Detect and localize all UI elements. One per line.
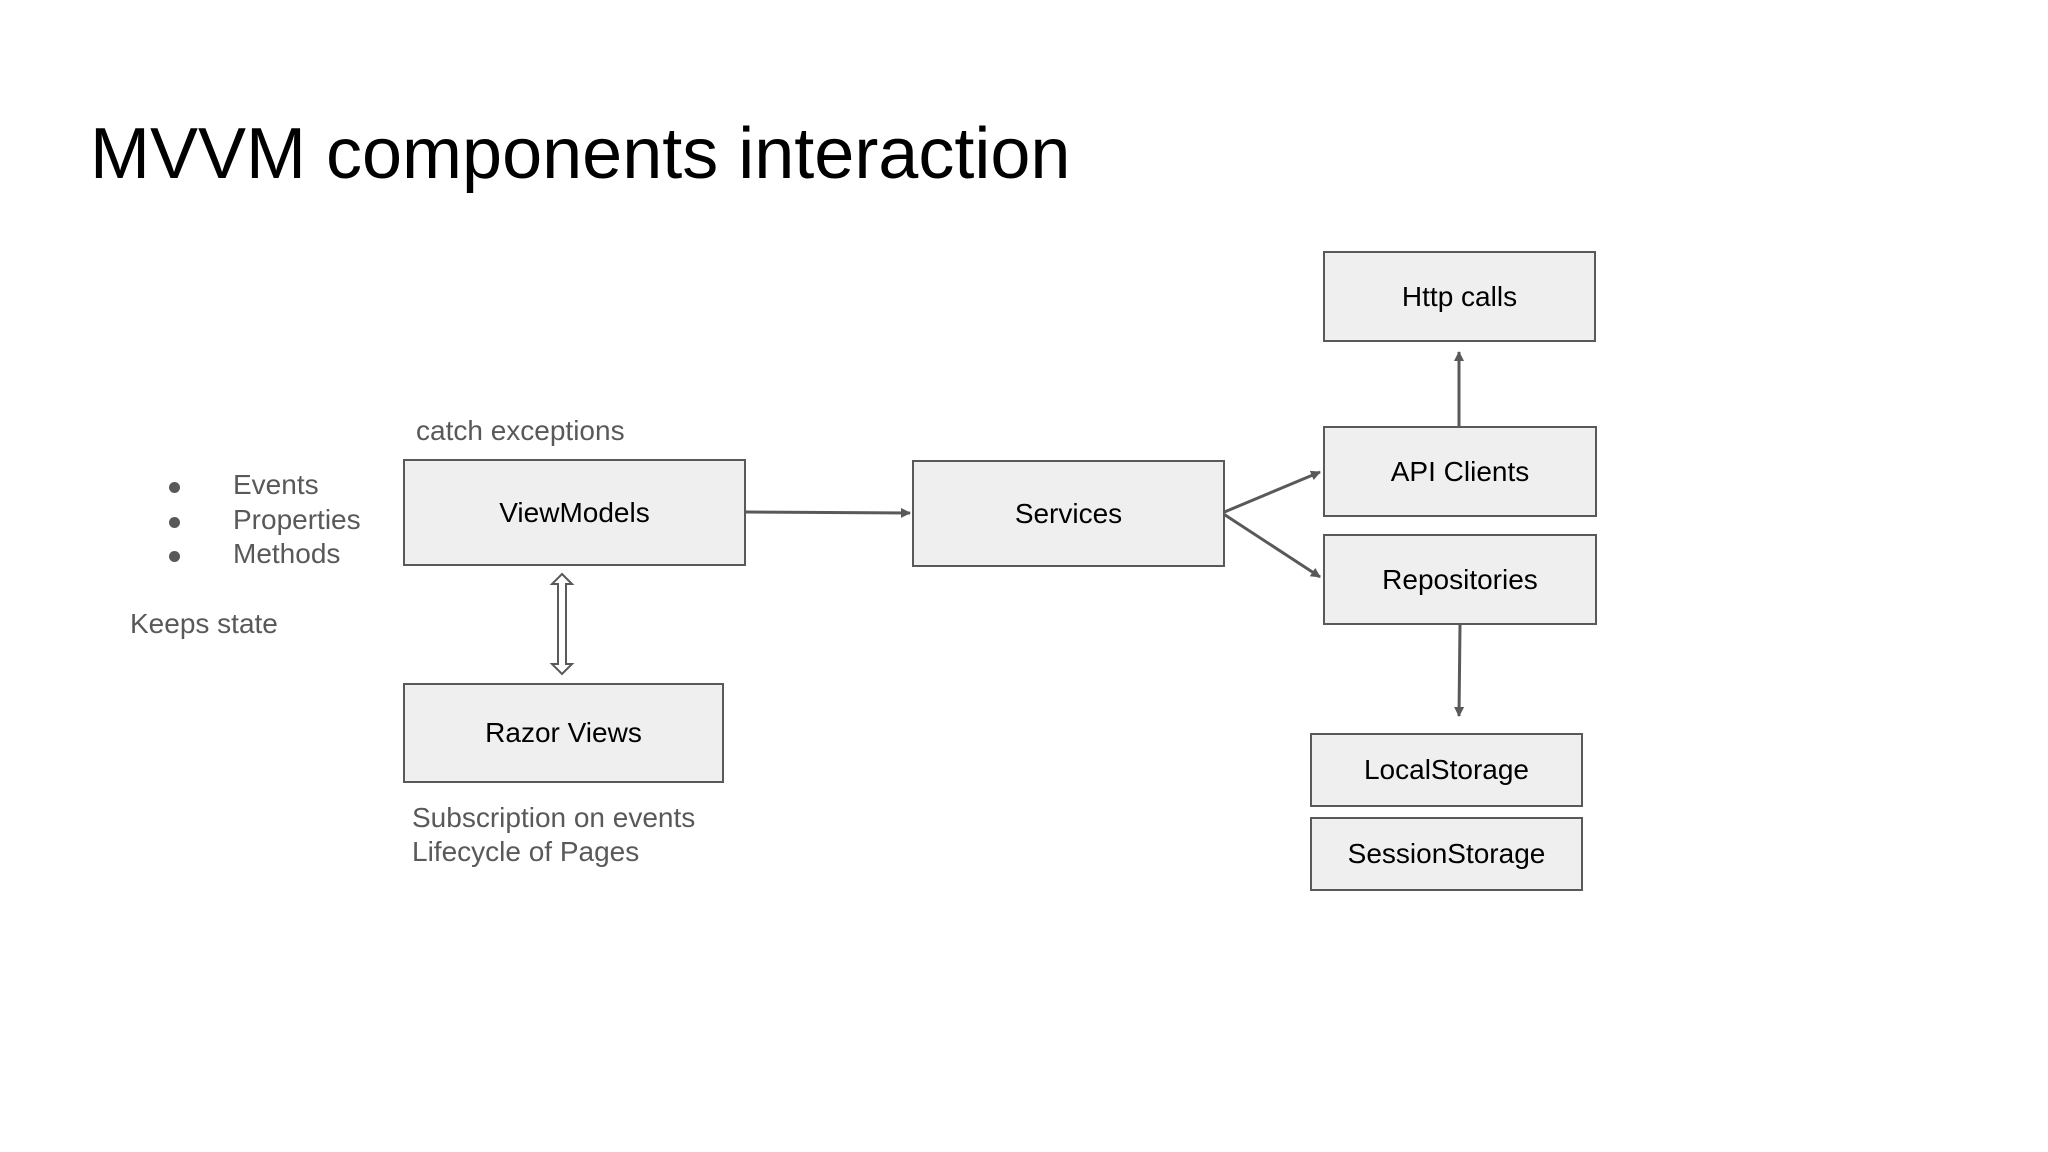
viewmodels-razor-double-arrow <box>549 572 575 676</box>
local-storage-box: LocalStorage <box>1310 733 1583 807</box>
lifecycle-note: Lifecycle of Pages <box>412 836 640 867</box>
list-item: Methods <box>160 537 361 572</box>
bullet-text: Properties <box>233 503 361 535</box>
repositories-label: Repositories <box>1382 563 1538 595</box>
viewmodel-features-list: Events Properties Methods <box>160 468 361 572</box>
bullet-text: Methods <box>233 538 341 569</box>
keeps-state-note: Keeps state <box>130 608 278 639</box>
services-to-repositories-arrow <box>1221 511 1321 579</box>
api-clients-label: API Clients <box>1390 455 1530 487</box>
services-label: Services <box>1014 497 1123 529</box>
list-item: Properties <box>160 503 361 538</box>
viewmodels-to-services-arrow <box>745 507 911 518</box>
session-storage-box: SessionStorage <box>1310 817 1583 891</box>
catch-exceptions-note: catch exceptions <box>416 415 625 446</box>
bullet-text: Events <box>233 469 319 500</box>
session-storage-label: SessionStorage <box>1347 838 1546 869</box>
bullet-icon <box>169 516 180 528</box>
local-storage-label: LocalStorage <box>1363 754 1529 785</box>
bullet-icon <box>169 551 180 562</box>
services-to-api-clients-arrow <box>1221 470 1321 515</box>
http-calls-box: Http calls <box>1323 251 1596 342</box>
slide-title: MVVM components interaction <box>90 114 1071 194</box>
repositories-to-storage-arrow <box>1454 624 1465 717</box>
razor-views-label: Razor Views <box>485 717 642 748</box>
list-item: Events <box>160 468 361 503</box>
razor-views-box: Razor Views <box>403 683 724 783</box>
subscription-note: Subscription on events <box>412 802 696 833</box>
services-box: Services <box>912 460 1225 567</box>
viewmodels-label: ViewModels <box>499 496 650 528</box>
viewmodels-box: ViewModels <box>403 459 746 566</box>
http-calls-label: Http calls <box>1401 280 1518 312</box>
repositories-box: Repositories <box>1323 534 1597 625</box>
bullet-icon <box>169 482 180 493</box>
api-clients-box: API Clients <box>1323 426 1597 517</box>
